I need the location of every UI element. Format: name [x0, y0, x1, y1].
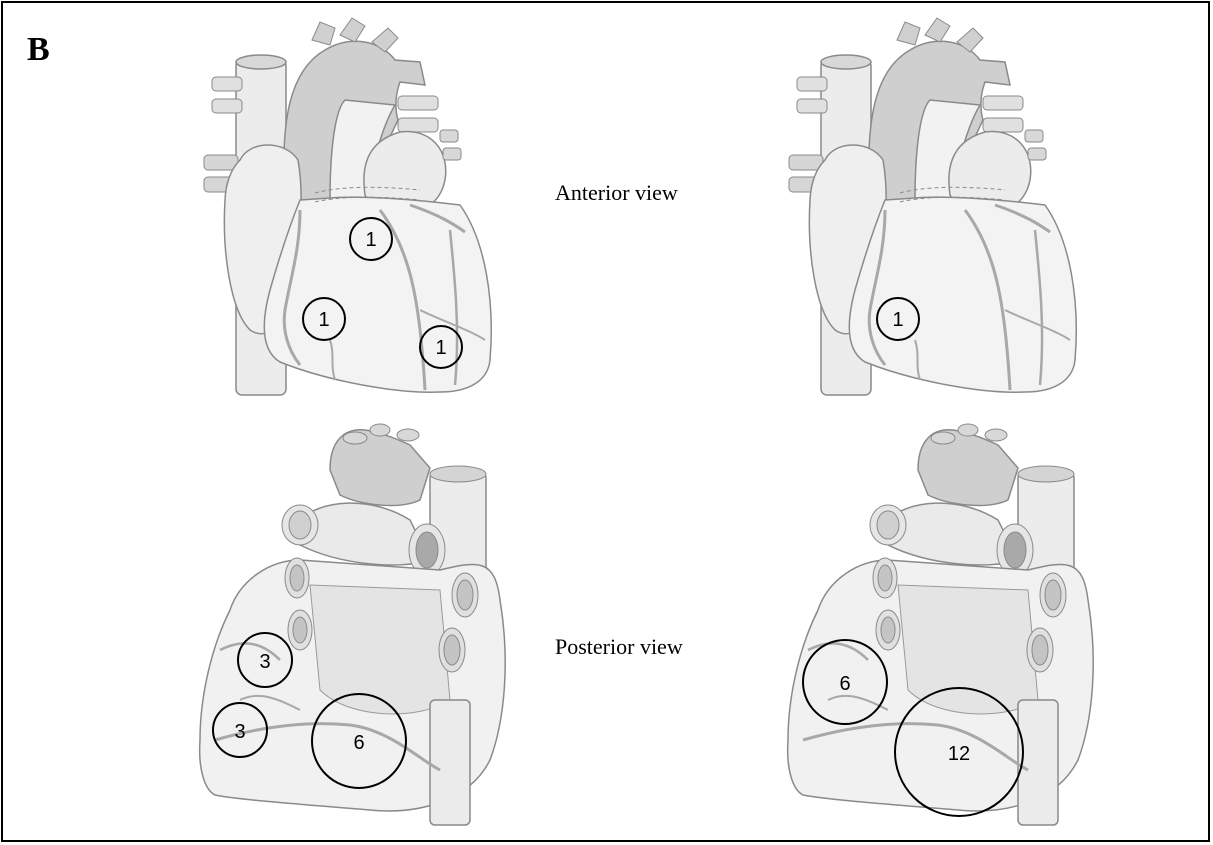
svg-text:1: 1	[435, 337, 446, 359]
svg-text:6: 6	[839, 673, 850, 695]
anterior-heart-left	[204, 18, 491, 395]
svg-text:6: 6	[353, 732, 364, 754]
svg-text:12: 12	[948, 743, 970, 765]
svg-text:1: 1	[365, 229, 376, 251]
svg-text:1: 1	[318, 309, 329, 331]
posterior-heart-left	[200, 424, 506, 825]
svg-text:3: 3	[234, 721, 245, 743]
svg-text:3: 3	[259, 651, 270, 673]
anterior-heart-right	[789, 18, 1076, 395]
posterior-heart-right	[788, 424, 1094, 825]
svg-text:1: 1	[892, 309, 903, 331]
